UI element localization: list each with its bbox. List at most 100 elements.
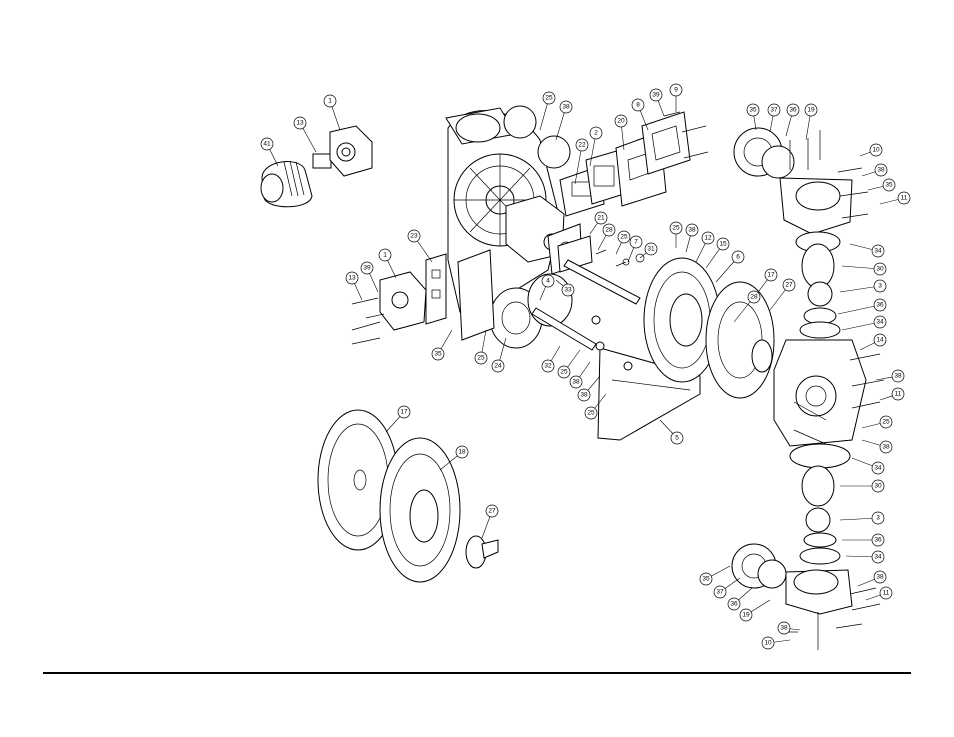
callout-number: 39 [363,265,371,272]
callout-14: 14 [860,334,886,350]
liquid-chamber-right [774,340,884,446]
callout-35b: 35 [747,104,759,130]
callout-number: 10 [764,640,772,647]
callout-39b: 39 [361,262,378,292]
callout-number: 3 [876,515,880,522]
callout-number: 28 [605,227,613,234]
callout-38e: 38 [862,164,887,176]
callout-39a: 39 [650,89,664,116]
callout-19a: 19 [805,104,817,140]
air-valve-body-top [330,126,372,176]
callout-number: 22 [578,142,586,149]
callout-38b: 38 [686,224,698,252]
callout-number: 28 [750,294,758,301]
callout-number: 38 [877,167,885,174]
callout-19b: 19 [740,600,770,621]
callout-25a: 25 [540,92,555,130]
callout-1b: 1 [379,249,396,278]
callout-38a: 38 [556,101,572,140]
callout-number: 25 [620,234,628,241]
callout-number: 8 [636,102,640,109]
callout-number: 31 [647,246,655,253]
callout-number: 13 [348,275,356,282]
callout-number: 14 [876,337,884,344]
callout-34d: 34 [846,551,884,563]
callout-number: 4 [546,278,550,285]
callout-25c: 25 [670,222,682,248]
diaphragm-right [706,282,774,398]
air-inlet-cover [642,112,690,174]
callout-number: 38 [572,379,580,386]
callout-number: 1 [383,252,387,259]
callout-3b: 3 [840,512,884,524]
callout-number: 25 [587,410,595,417]
callout-30b: 30 [840,480,884,492]
callout-11b: 11 [880,388,904,400]
callout-number: 19 [807,107,815,114]
callout-number: 21 [597,215,605,222]
callout-number: 35 [885,182,893,189]
footer-rule [43,672,911,674]
callout-34c: 34 [852,458,884,474]
callout-11c: 11 [866,587,892,600]
callout-37a: 37 [768,104,780,132]
callout-number: 37 [770,107,778,114]
callout-number: 1 [328,98,332,105]
callout-number: 25 [477,355,485,362]
backup-diaphragm [380,438,460,582]
callout-28a: 28 [598,224,615,250]
callout-number: 36 [789,107,797,114]
callout-13a: 13 [294,117,316,152]
callout-12: 12 [696,232,714,262]
callout-number: 37 [716,589,724,596]
callout-number: 25 [545,95,553,102]
callout-number: 15 [719,241,727,248]
callout-number: 19 [742,612,750,619]
callout-6: 6 [716,251,744,282]
callout-5: 5 [660,420,683,444]
callout-number: 10 [872,147,880,154]
callout-number: 25 [672,225,680,232]
callout-number: 38 [882,444,890,451]
callout-37b: 37 [714,578,740,598]
callout-number: 5 [675,435,679,442]
callout-number: 35 [702,576,710,583]
callout-number: 41 [263,141,271,148]
callout-number: 25 [560,369,568,376]
callout-10b: 10 [762,637,790,649]
callout-number: 11 [895,391,902,398]
air-valve-end-cap [261,161,312,207]
callout-10a: 10 [860,144,882,156]
valve-seat-top [796,232,840,338]
callout-27a: 27 [770,279,795,310]
callout-36b: 36 [838,299,886,314]
callout-number: 23 [410,233,418,240]
callout-number: 34 [874,554,882,561]
callout-number: 38 [688,227,696,234]
callout-number: 34 [874,465,882,472]
callout-number: 25 [882,419,890,426]
callout-number: 6 [736,254,740,261]
callout-number: 36 [874,537,882,544]
callout-number: 13 [296,120,304,127]
callout-11a: 11 [880,192,910,204]
callout-number: 17 [400,409,408,416]
callout-41: 41 [261,138,278,166]
outer-diaphragm-plate [466,536,498,568]
callout-number: 12 [704,235,712,242]
callout-38c: 38 [570,362,590,388]
callout-25b: 25 [616,231,630,254]
callout-35d: 35 [700,566,730,585]
callout-35a: 35 [432,330,452,360]
callout-25e: 25 [558,350,580,378]
callout-number: 9 [674,87,678,94]
callout-1a: 1 [324,95,340,130]
callout-35c: 35 [868,179,895,191]
callout-31: 31 [640,243,657,258]
callout-number: 27 [785,282,793,289]
callout-27b: 27 [482,505,498,538]
callout-38h: 38 [858,571,886,586]
callout-number: 35 [434,351,442,358]
callout-34b: 34 [842,316,886,330]
